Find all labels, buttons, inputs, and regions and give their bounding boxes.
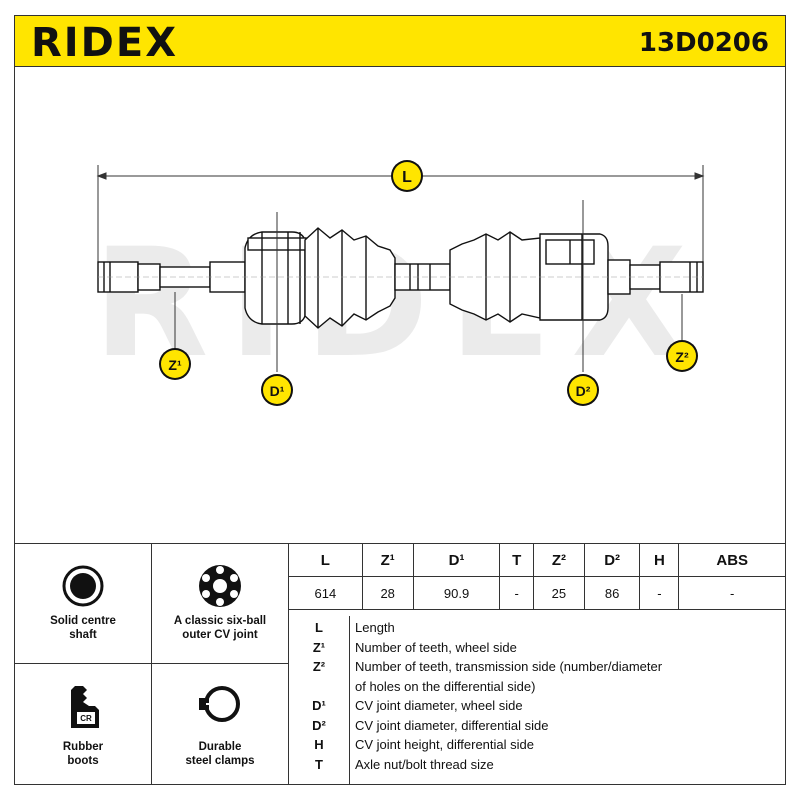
six-ball-joint-icon xyxy=(199,565,241,607)
legend-row: Z¹ Number of teeth, wheel side xyxy=(289,640,785,660)
callout-z2: Z² xyxy=(666,340,698,372)
spec-value-cell: 86 xyxy=(584,576,641,610)
spec-header-row: L Z¹ D¹ T Z² D² H ABS xyxy=(289,544,785,577)
feature-steel-clamps: Durable steel clamps xyxy=(152,664,289,784)
callout-z1: Z¹ xyxy=(159,348,191,380)
solid-shaft-icon xyxy=(62,565,104,607)
ridex-logo: RIDEX xyxy=(31,20,179,66)
legend-row: Z² Number of teeth, transmission side (n… xyxy=(289,659,785,679)
legend-text: CV joint height, differential side xyxy=(355,737,534,752)
steel-clamp-icon xyxy=(199,686,240,722)
callout-l: L xyxy=(391,160,423,192)
legend-row: T Axle nut/bolt thread size xyxy=(289,757,785,777)
legend-key: T xyxy=(315,757,323,772)
spec-value-cell: - xyxy=(499,576,534,610)
rubber-boot-icon: CR xyxy=(71,686,99,728)
spec-header-cell: D¹ xyxy=(413,544,501,577)
spec-header-cell: D² xyxy=(584,544,641,577)
spec-header-cell: T xyxy=(499,544,534,577)
legend-key: D² xyxy=(312,718,326,733)
spec-header-cell: ABS xyxy=(678,544,785,577)
callout-d1-text: D¹ xyxy=(270,383,285,399)
legend-key: H xyxy=(314,737,324,752)
spec-value-cell: - xyxy=(639,576,680,610)
spec-header-cell: H xyxy=(639,544,680,577)
drive-shaft-diagram: RIDEX xyxy=(93,160,705,406)
legend-text: Number of teeth, wheel side xyxy=(355,640,517,655)
callout-d1: D¹ xyxy=(261,374,293,406)
feature-solid-shaft: Solid centre shaft xyxy=(15,544,152,664)
legend-key: Z¹ xyxy=(312,640,326,655)
legend-key: L xyxy=(315,620,323,635)
feature-label: Durable steel clamps xyxy=(185,741,255,767)
spec-value-row: 614 28 90.9 - 25 86 - - xyxy=(289,576,785,610)
callout-z2-text: Z² xyxy=(675,349,689,365)
legend-text: of holes on the differential side) xyxy=(355,679,536,694)
part-number: 13D0206 xyxy=(638,28,769,58)
feature-six-ball-joint: A classic six-ball outer CV joint xyxy=(152,544,289,664)
spec-value-cell: - xyxy=(678,576,785,610)
legend-row: of holes on the differential side) xyxy=(289,679,785,699)
callout-d2-text: D² xyxy=(576,383,591,399)
legend-text: Axle nut/bolt thread size xyxy=(355,757,494,772)
feature-label: Rubber boots xyxy=(62,741,104,767)
spec-header-cell: Z² xyxy=(533,544,585,577)
spec-value-cell: 28 xyxy=(362,576,414,610)
diagram-frame xyxy=(14,66,786,544)
drive-shaft xyxy=(97,227,704,329)
spec-value-cell: 614 xyxy=(289,576,363,610)
callout-z1-text: Z¹ xyxy=(168,357,182,373)
legend-row: D² CV joint diameter, differential side xyxy=(289,718,785,738)
spec-value-cell: 90.9 xyxy=(413,576,501,610)
svg-text:CR: CR xyxy=(80,714,92,723)
legend-row: H CV joint height, differential side xyxy=(289,737,785,757)
legend-text: Length xyxy=(355,620,395,635)
spec-legend: L Length Z¹ Number of teeth, wheel side … xyxy=(289,616,785,784)
info-panel: Solid centre shaft A classic six-ball ou… xyxy=(14,543,786,785)
legend-row: D¹ CV joint diameter, wheel side xyxy=(289,698,785,718)
spec-table: L Z¹ D¹ T Z² D² H ABS 614 28 90.9 - 25 8… xyxy=(289,544,785,610)
feature-rubber-boots: CR Rubber boots xyxy=(15,664,152,784)
legend-row: L Length xyxy=(289,620,785,640)
spec-value-cell: 25 xyxy=(533,576,585,610)
legend-key: D¹ xyxy=(312,698,326,713)
legend-divider xyxy=(349,616,350,784)
callout-l-text: L xyxy=(402,169,412,186)
spec-header-cell: L xyxy=(289,544,363,577)
leader-lines xyxy=(174,200,683,372)
legend-text: CV joint diameter, wheel side xyxy=(355,698,523,713)
feature-label: Solid centre shaft xyxy=(50,615,116,641)
legend-text: Number of teeth, transmission side (numb… xyxy=(355,659,663,674)
feature-label: A classic six-ball outer CV joint xyxy=(173,615,267,641)
legend-key: Z² xyxy=(312,659,326,674)
spec-header-cell: Z¹ xyxy=(362,544,414,577)
header-bar: RIDEX 13D0206 xyxy=(14,15,786,67)
legend-text: CV joint diameter, differential side xyxy=(355,718,549,733)
callout-d2: D² xyxy=(567,374,599,406)
